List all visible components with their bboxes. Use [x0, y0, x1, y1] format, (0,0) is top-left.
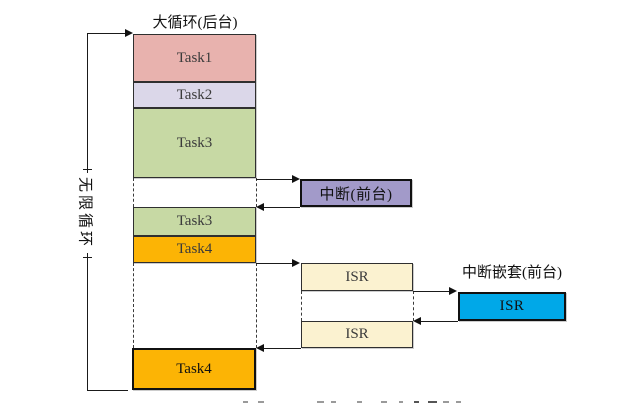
- loop-top-line: [87, 33, 127, 34]
- caption-fragment: [399, 401, 403, 403]
- nested-return-arrowhead-icon: [413, 317, 421, 325]
- loop-label-bottom-tick: [83, 257, 92, 258]
- nested-return-line: [421, 321, 458, 322]
- background-loop-title: 大循环(后台): [152, 15, 238, 31]
- caption-fragment: [357, 401, 362, 403]
- caption-fragment: [317, 401, 324, 403]
- nested-interrupt-title: 中断嵌套(前台): [462, 265, 562, 281]
- loop-label-top-tick: [83, 169, 92, 170]
- gap1-left-dashed-line: [133, 178, 134, 207]
- isr2-box: ISR: [301, 321, 413, 348]
- caption-fragment: [414, 401, 419, 403]
- caption-fragment: [456, 401, 461, 403]
- caption-fragment: [258, 401, 264, 403]
- infinite-loop-label: 无限循环: [75, 172, 97, 254]
- task3-resume-box: Task3: [133, 207, 256, 236]
- task1-box: Task1: [133, 34, 256, 82]
- caption-fragment: [331, 401, 336, 403]
- caption-fragment: [443, 401, 449, 403]
- isr2-return-arrowhead-icon: [256, 344, 264, 352]
- nested-isr-box: ISR: [458, 292, 566, 321]
- interrupt-return-arrowhead-icon: [256, 203, 264, 211]
- loop-bottom-line: [87, 390, 128, 391]
- task2-box: Task2: [133, 82, 256, 108]
- caption-fragment: [428, 401, 437, 403]
- caption-fragment: [243, 401, 248, 403]
- isr2-return-line: [264, 348, 301, 349]
- gap1-right-dashed-line: [256, 178, 257, 207]
- isr1-call-line: [256, 263, 293, 264]
- interrupt-box: 中断(前台): [300, 179, 412, 207]
- task4-resume-box: Task4: [132, 348, 256, 390]
- isr1-box: ISR: [301, 263, 413, 291]
- caption-fragment: [381, 401, 387, 403]
- isr-gap-right-dashed-line: [413, 291, 414, 321]
- gap2-right-dashed-line: [256, 263, 257, 348]
- isr-gap-left-dashed-line: [301, 291, 302, 321]
- nested-call-line: [413, 291, 450, 292]
- task3-box: Task3: [133, 108, 256, 178]
- nested-call-arrowhead-icon: [449, 287, 457, 295]
- loop-top-arrowhead-icon: [125, 29, 133, 37]
- gap2-left-dashed-line: [133, 263, 134, 348]
- isr1-call-arrowhead-icon: [292, 259, 300, 267]
- interrupt-call-arrowhead-icon: [292, 175, 300, 183]
- interrupt-call-line: [256, 179, 293, 180]
- interrupt-return-line: [263, 207, 300, 208]
- task4-box: Task4: [133, 236, 256, 263]
